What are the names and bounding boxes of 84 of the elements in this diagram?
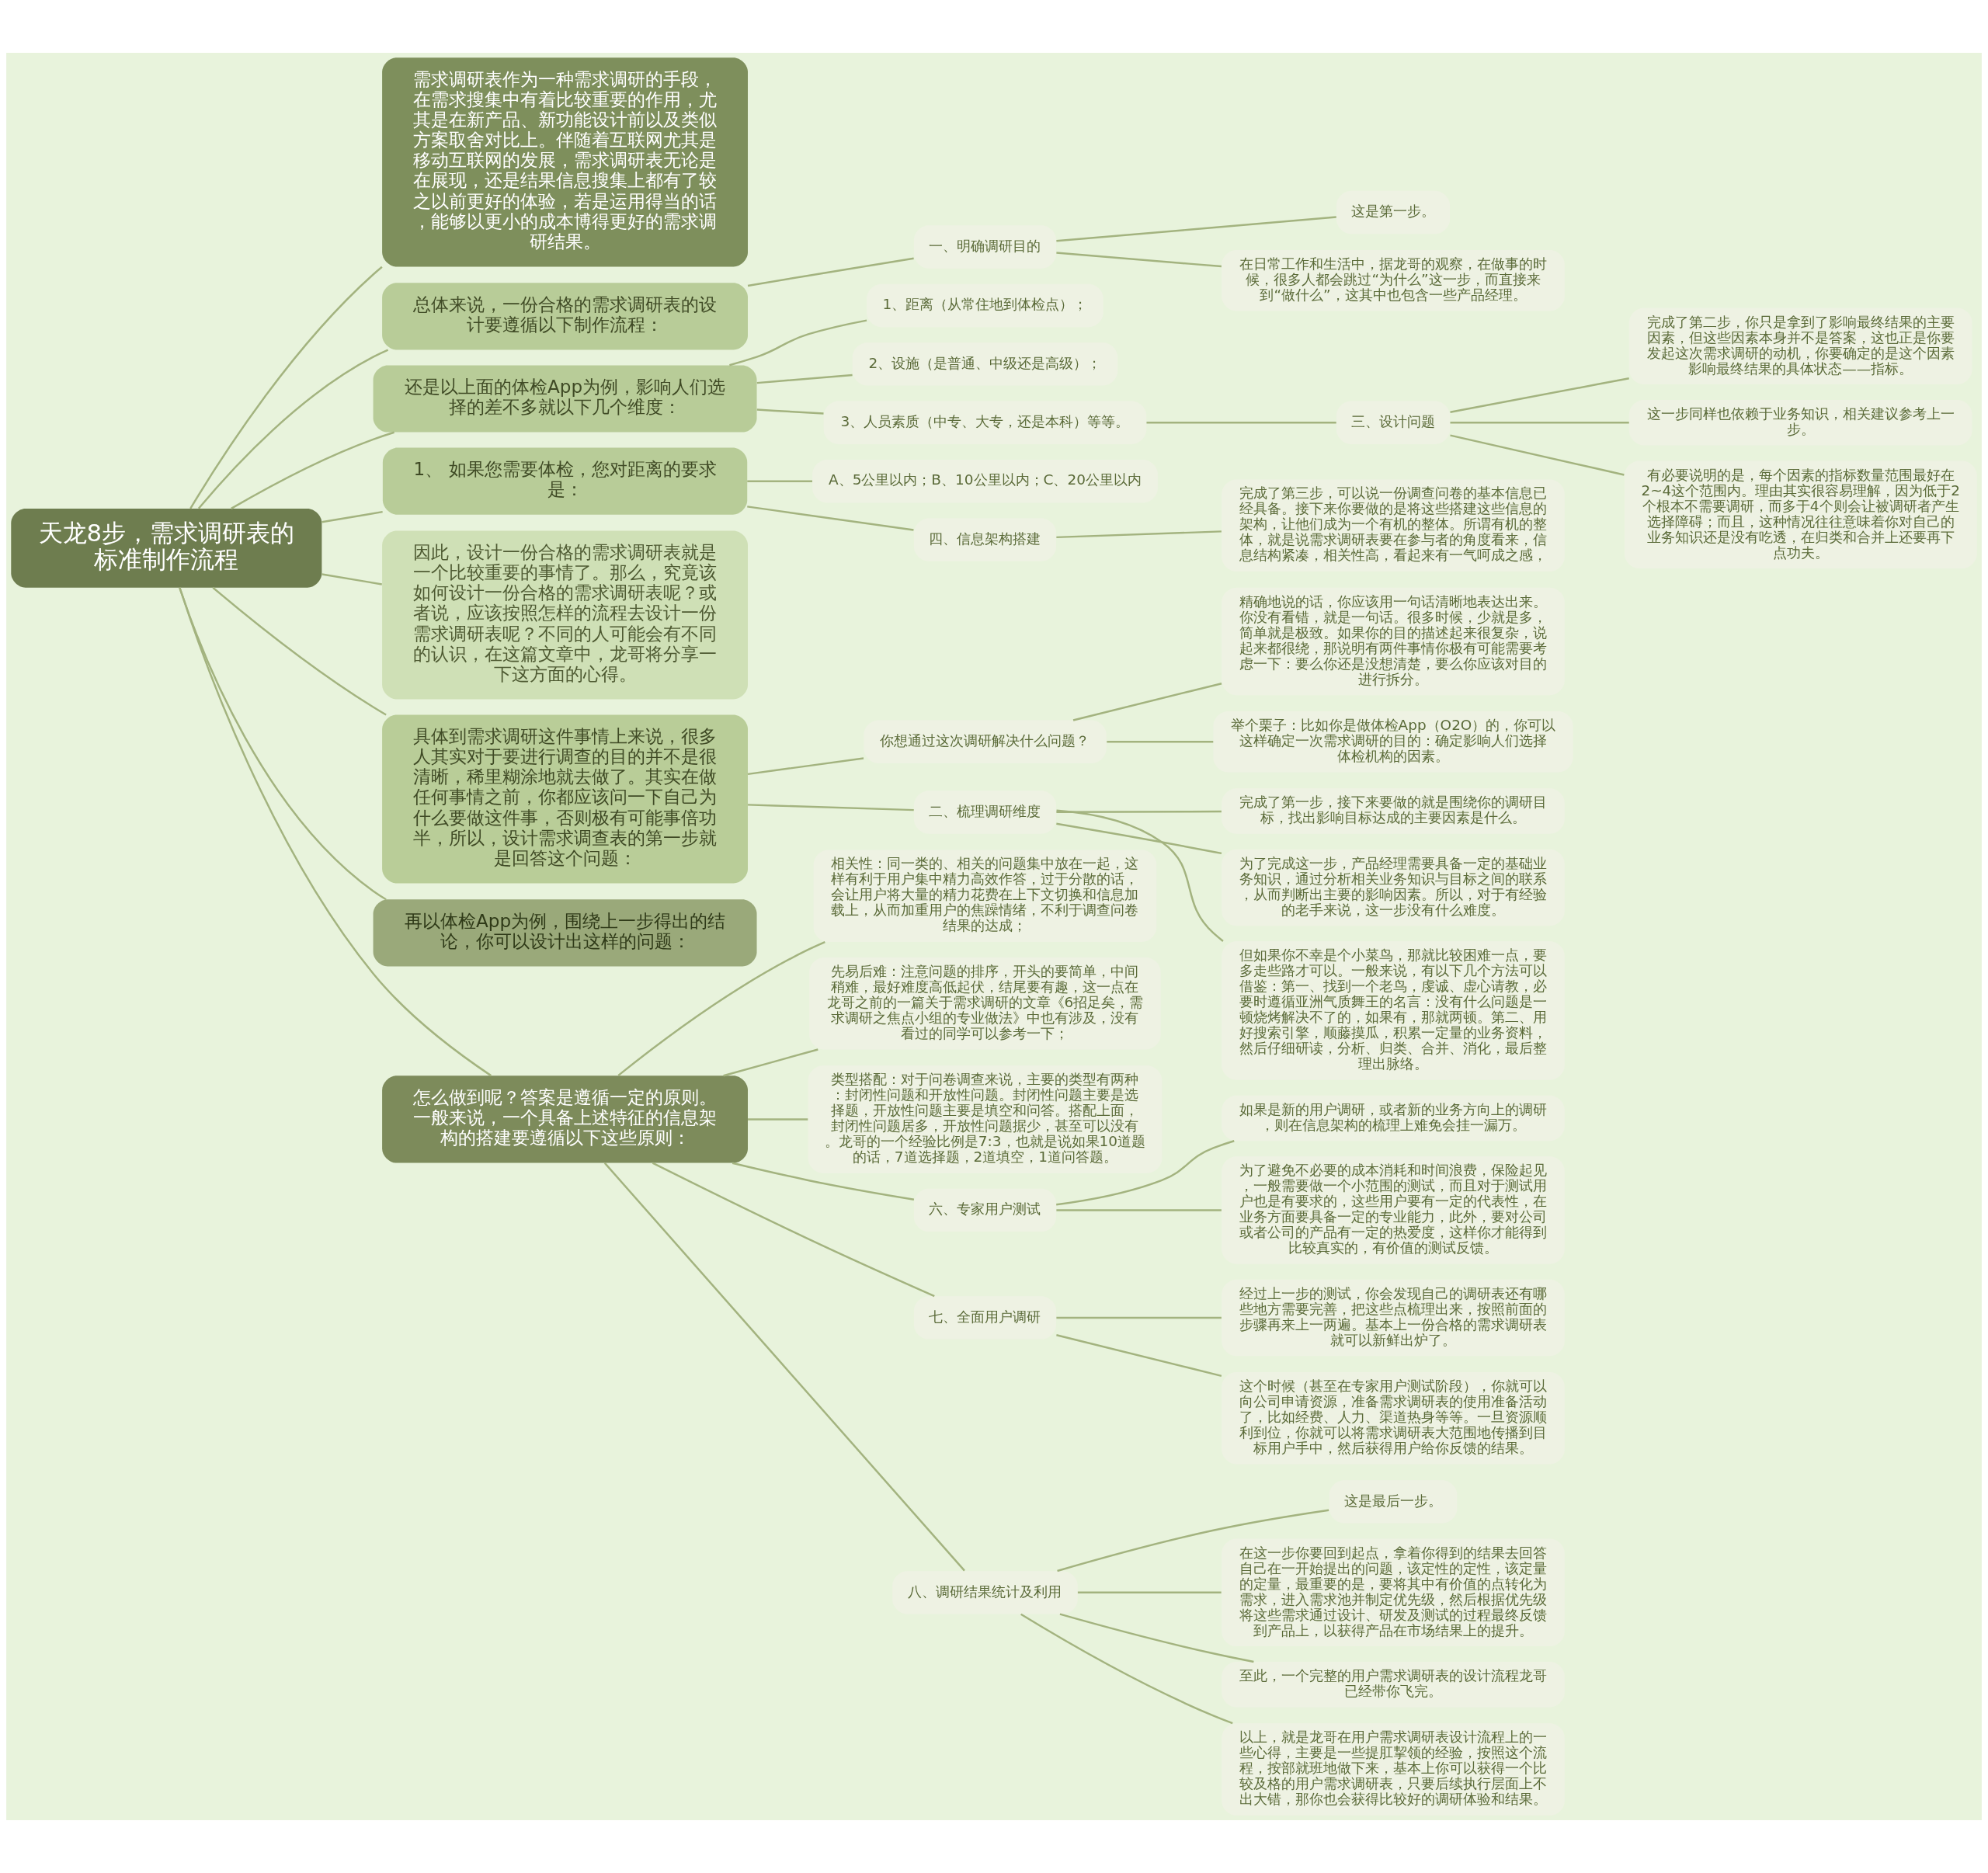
node-box: 三、设计问题: [1336, 401, 1451, 444]
connector: [321, 510, 383, 523]
node-box: 3、人员素质（中专、大专，还是本科）等等。: [823, 401, 1147, 444]
node-box: 至此，一个完整的用户需求调研表的设计流程龙哥已经带你飞完。: [1222, 1662, 1565, 1708]
connector: [1146, 422, 1336, 424]
node-box: 七、全面用户调研: [913, 1296, 1056, 1340]
connector: [1020, 1613, 1233, 1725]
node-box: 有必要说明的是，每个因素的指标数量范围最好在2~4这个范围内。理由其实很容易理解，因为低于2个根本不需要调研，而多于4个则会让被调研者产生选择障碍；而且，这种情况往往意味着你对自己的业务知识还是没有吃透，在归类和合并上还要再下点功夫。: [1624, 460, 1977, 569]
connector: [747, 757, 864, 776]
node-box: 一、明确调研目的: [913, 225, 1056, 269]
connector: [732, 1162, 915, 1201]
node-box: 再以体检App为例，围绕上一步得出的结论，你可以设计出这样的问题：: [373, 899, 757, 967]
node-box: 完成了第二步，你只是拿到了影响最终结果的主要因素，但这些因素本身并不是答案，这也正是你要发起这次需求调研的动机，你要确定的是这个因素影响最终结果的具体状态——指标。: [1628, 308, 1972, 385]
connector: [1107, 740, 1214, 743]
node-box: 这是第一步。: [1336, 190, 1451, 235]
connector: [212, 586, 387, 716]
node-box: 总体来说，一份合格的需求调研表的设计要遵循以下制作流程：: [382, 283, 748, 350]
connector: [747, 257, 914, 287]
connector: [756, 408, 824, 415]
connector: [729, 319, 867, 367]
node-box: 六、专家用户测试: [913, 1188, 1056, 1232]
node-box: 因此，设计一份合格的需求调研表就是一个比较重要的事情了。那么，究竟该如何设计一份合格的需求调研表呢？或者说，应该按照怎样的流程去设计一份需求调研表呢？不同的人可能会有不同的认识，在这篇文章中，龙哥将分享一下这方面的心得。: [382, 530, 748, 700]
connector: [1056, 252, 1222, 268]
connector: [617, 940, 825, 1076]
connector: [231, 431, 394, 509]
connector: [756, 374, 853, 384]
node-box: 在这一步你要回到起点，拿着你得到的结果去回答自己在一开始提出的问题，该定性的定性，该定量的定量，最重要的是，要将其中有价值的点转化为需求，进入需求池并制定优先级，然后根据优先级将这些需求通过设计、研发及测试的过程最终反馈到产品上，以获得产品在市场结果上的提升。: [1222, 1538, 1565, 1647]
connector: [1056, 1334, 1222, 1378]
node-box: 精确地说的话，你应该用一句话清晰地表达出来。你没有看错，就是一句话。很多时候，少就是多，简单就是极致。如果你的目的描述起来很复杂，说起来都很绕，那说明有两件事情你极有可能需要考虑一下：要么你还是没想清楚，要么你应该对目的进行拆分。: [1222, 587, 1565, 696]
node-box: 这是最后一步。: [1329, 1480, 1458, 1524]
node-box: 需求调研表作为一种需求调研的手段，在需求搜集中有着比较重要的作用，尤其是在新产品、新功能设计前以及类似方案取舍对比上。伴随着互联网尤其是移动互联网的发展，需求调研表无论是在展现，还是结果信息搜集上都有了较之以前更好的体验，若是运用得当的话，能够以更小的成本博得更好的需求调研结果。: [382, 57, 748, 267]
connector: [1056, 216, 1336, 242]
node-box: 还是以上面的体检App为例，影响人们选择的差不多就以下几个维度：: [373, 365, 757, 433]
node-box: 怎么做到呢？答案是遵循一定的原则。一般来说，一个具备上述特征的信息架构的搭建要遵循以下这些原则：: [382, 1075, 748, 1163]
node-box: 具体到需求调研这件事情上来说，很多人其实对于要进行调查的目的并不是很清晰，稀里糊涂地就去做了。其实在做任何事情之前，你都应该问一下自己为什么要做这件事，否则极有可能事倍功半，所以，设计需求调查表的第一步就是回答这个问题：: [382, 714, 748, 884]
node-box: 为了完成这一步，产品经理需要具备一定的基础业务知识，通过分析相关业务知识与目标之间的联系，从而判断出主要的影响因素。所以，对于有经验的老手来说，这一步没有什么难度。: [1222, 849, 1565, 926]
node-box: 天龙8步，需求调研表的标准制作流程: [11, 509, 322, 588]
connector: [179, 587, 492, 1077]
connector: [747, 506, 914, 531]
connector: [197, 349, 389, 509]
connector: [1056, 1140, 1235, 1206]
connector: [1450, 422, 1629, 424]
node-box: 这一步同样也依赖于业务知识，相关建议参考上一步。: [1628, 400, 1972, 446]
connector: [1056, 1316, 1222, 1319]
node-box: 你想通过这次调研解决什么问题？: [864, 720, 1107, 763]
node-box: 类型搭配：对于问卷调查来说，主要的类型有两种：封闭性问题和开放性问题。封闭性问题主要是选择题，开放性问题主要是填空和问答。搭配上面，封闭性问题居多，开放性问题据少，甚至可以没有。龙哥的一个经验比例是7:3，也就是说如果10道题的话，7道选择题，2道填空，1道问答题。: [808, 1065, 1163, 1173]
connector: [652, 1162, 935, 1298]
node-box: 以上，就是龙哥在用户需求调研表设计流程上的一些心得，主要是一些提肛挈领的经验，按照这个流程，按部就班地做下来，基本上你可以获得一个比较及格的用户需求调研表，只要后续执行层面上不出大错，那你也会获得比较好的调研体验和结果。: [1222, 1723, 1565, 1816]
node-box: 四、信息架构搭建: [913, 518, 1056, 561]
connector: [1077, 1591, 1222, 1594]
node-box: 为了避免不必要的成本消耗和时间浪费，保险起见，一般需要做一个小范围的测试，而且对于测试用户也是有要求的，这些用户要有一定的代表性，在业务方面要具备一定的专业能力，此外，要对公司或者公司的产品有一定的热爱度，这样你才能得到比较真实的，有价值的测试反馈。: [1222, 1156, 1565, 1264]
connector: [748, 1118, 808, 1121]
node-box: 1、距离（从常住地到体检点）；: [867, 283, 1103, 328]
connector: [1056, 1209, 1222, 1211]
node-box: 这个时候（甚至在专家用户测试阶段），你就可以向公司申请资源，准备需求调研表的使用准备活动了，比如经费、人力、渠道热身等等。一旦资源顺利到位，你就可以将需求调研表大范围地传播到目标用户手中，然后获得用户给你反馈的结果。: [1222, 1371, 1565, 1465]
connector: [747, 480, 812, 482]
node-box: 如果是新的用户调研，或者新的业务方向上的调研，则在信息架构的梳理上难免会挂一漏万。: [1222, 1095, 1565, 1142]
node-box: 完成了第三步，可以说一份调查问卷的基本信息已经具备。接下来你要做的是将这些搭建这些信息的架构，让他们成为一个有机的整体。所谓有机的整体，就是说需求调研表要在参与者的角度看来，信息结构紧凑，相关性高，看起来有一气呵成之感，: [1222, 479, 1565, 572]
connector: [1056, 530, 1222, 539]
node-box: 1、 如果您需要体检，您对距离的要求是：: [382, 447, 748, 515]
connector: [189, 266, 383, 509]
node-box: 在日常工作和生活中，据龙哥的观察，在做事的时候，很多人都会跳过“为什么”这一步，而直接来到“做什么”，这其中也包含一些产品经理。: [1222, 249, 1565, 311]
connector: [1057, 1509, 1329, 1572]
connector: [603, 1162, 965, 1572]
connector: [1450, 377, 1629, 413]
connector: [723, 1048, 818, 1077]
connector: [321, 573, 382, 586]
node-box: 相关性：同一类的、相关的问题集中放在一起，这样有利于用户集中精力高效作答，过于分散的话，会让用户将大量的精力花费在上下文切换和信息加载上，从而加重用户的焦躁情绪，不利于调查问卷结果的达成；: [813, 850, 1157, 942]
node-box: 先易后难：注意问题的排序，开头的要简单，中间稍难，最好难度高低起伏，结尾要有趣，这一点在龙哥之前的一篇关于需求调研的文章《6招足矣，需求调研之焦点小组的专业做法》中也有涉及，没有看过的同学可以参考一下；: [809, 957, 1161, 1050]
connector: [1056, 809, 1224, 942]
connector: [748, 804, 914, 811]
node-box: 完成了第一步，接下来要做的就是围绕你的调研目标，找出影响目标达成的主要因素是什么。: [1222, 788, 1565, 834]
node-box: A、5公里以内；B、10公里以内；C、20公里以内: [812, 460, 1158, 503]
node-box: 二、梳理调研维度: [913, 791, 1056, 834]
connector: [1450, 434, 1625, 476]
connector: [1056, 810, 1222, 813]
node-box: 八、调研结果统计及利用: [892, 1571, 1078, 1614]
node-box: 但如果你不幸是个小菜鸟，那就比较困难一点，要多走些路才可以。一般来说，有以下几个方法可以借鉴：第一、找到一个老鸟，虔诚、虚心请教，必要时遵循亚洲气质舞王的名言：没有什么问题是一顿烧烤解决不了的，如果有，那就两顿。第二、用好搜索引擎，顺藤摸瓜，积累一定量的业务资料，然后仔细研读，分析、归类、合并、消化，最后整理出脉络。: [1222, 941, 1565, 1080]
connector: [1059, 1613, 1254, 1663]
node-box: 2、设施（是普通、中级还是高级）；: [852, 342, 1118, 386]
node-box: 经过上一步的测试，你会发现自己的调研表还有哪些地方需要完善，把这些点梳理出来，按照前面的步骤再来上一两遍。基本上一份合格的需求调研表就可以新鲜出炉了。: [1222, 1279, 1565, 1357]
connector: [1072, 683, 1222, 721]
node-box: 举个栗子：比如你是做体检App（O2O）的，你可以这样确定一次需求调研的目的：确定影响人们选择体检机构的因素。: [1213, 711, 1573, 773]
connector: [1056, 822, 1222, 855]
